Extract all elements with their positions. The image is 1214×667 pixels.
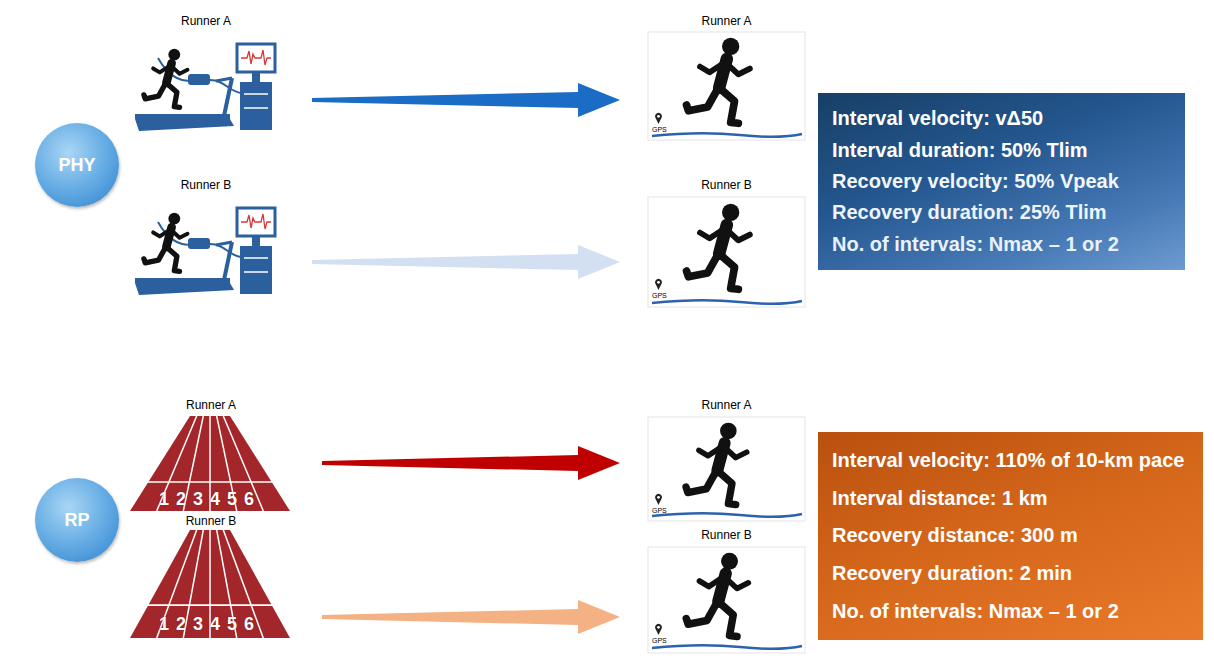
runner-figure: Runner A: [645, 398, 808, 522]
runner-figure: Runner B: [130, 178, 282, 301]
flow-arrow: [312, 83, 620, 117]
gps-tag: GPS: [652, 637, 666, 645]
group-name: RP: [64, 510, 89, 531]
prescription-line: Recovery distance: 300 m: [832, 523, 1189, 548]
prescription-line: Interval distance: 1 km: [832, 486, 1189, 511]
runner-photo: [648, 417, 805, 521]
gps-tag: GPS: [652, 507, 666, 515]
runner-label: Runner B: [645, 528, 808, 542]
runner-label: Runner A: [645, 14, 808, 28]
group-circle: RP: [35, 478, 119, 562]
prescription-line: Interval velocity: 110% of 10-km pace: [832, 448, 1189, 473]
prescription-line: Recovery duration: 25% Tlim: [832, 200, 1171, 225]
runner-label: Runner B: [645, 178, 808, 192]
runner-figure: Runner B: [645, 528, 808, 654]
track-icon: [130, 416, 290, 511]
prescription-line: Interval velocity: vΔ50: [832, 106, 1171, 131]
gps-tag: GPS: [652, 126, 666, 134]
prescription-line: No. of intervals: Nmax – 1 or 2: [832, 232, 1171, 257]
runner-label: Runner B: [130, 514, 292, 528]
group-circle: PHY: [35, 123, 119, 207]
prescription-line: Recovery duration: 2 min: [832, 561, 1189, 586]
track-icon: [130, 530, 290, 638]
runner-photo: [648, 197, 805, 307]
flow-arrow: [322, 446, 620, 480]
runner-label: Runner A: [130, 14, 282, 28]
group-name: PHY: [58, 155, 95, 176]
lane-numbers: 123456: [133, 614, 287, 634]
flow-arrow: [312, 245, 620, 279]
treadmill-icon: [135, 208, 275, 295]
prescription-box: Interval velocity: 110% of 10-km paceInt…: [818, 432, 1203, 640]
gps-tag: GPS: [652, 292, 666, 300]
lane-numbers: 123456: [133, 489, 287, 509]
runner-figure: Runner B: [645, 178, 808, 309]
flow-arrow: [322, 600, 620, 634]
prescription-line: Recovery velocity: 50% Vpeak: [832, 169, 1171, 194]
runner-figure: Runner A: [645, 14, 808, 142]
runner-photo: [648, 547, 805, 653]
prescription-box: Interval velocity: vΔ50Interval duration…: [818, 93, 1185, 270]
prescription-line: No. of intervals: Nmax – 1 or 2: [832, 599, 1189, 624]
runner-figure: Runner A: [130, 14, 282, 137]
prescription-line: Interval duration: 50% Tlim: [832, 138, 1171, 163]
runner-label: Runner B: [130, 178, 282, 192]
runner-label: Runner A: [130, 398, 292, 412]
treadmill-icon: [135, 44, 275, 131]
runner-photo: [648, 32, 805, 140]
runner-label: Runner A: [645, 398, 808, 412]
